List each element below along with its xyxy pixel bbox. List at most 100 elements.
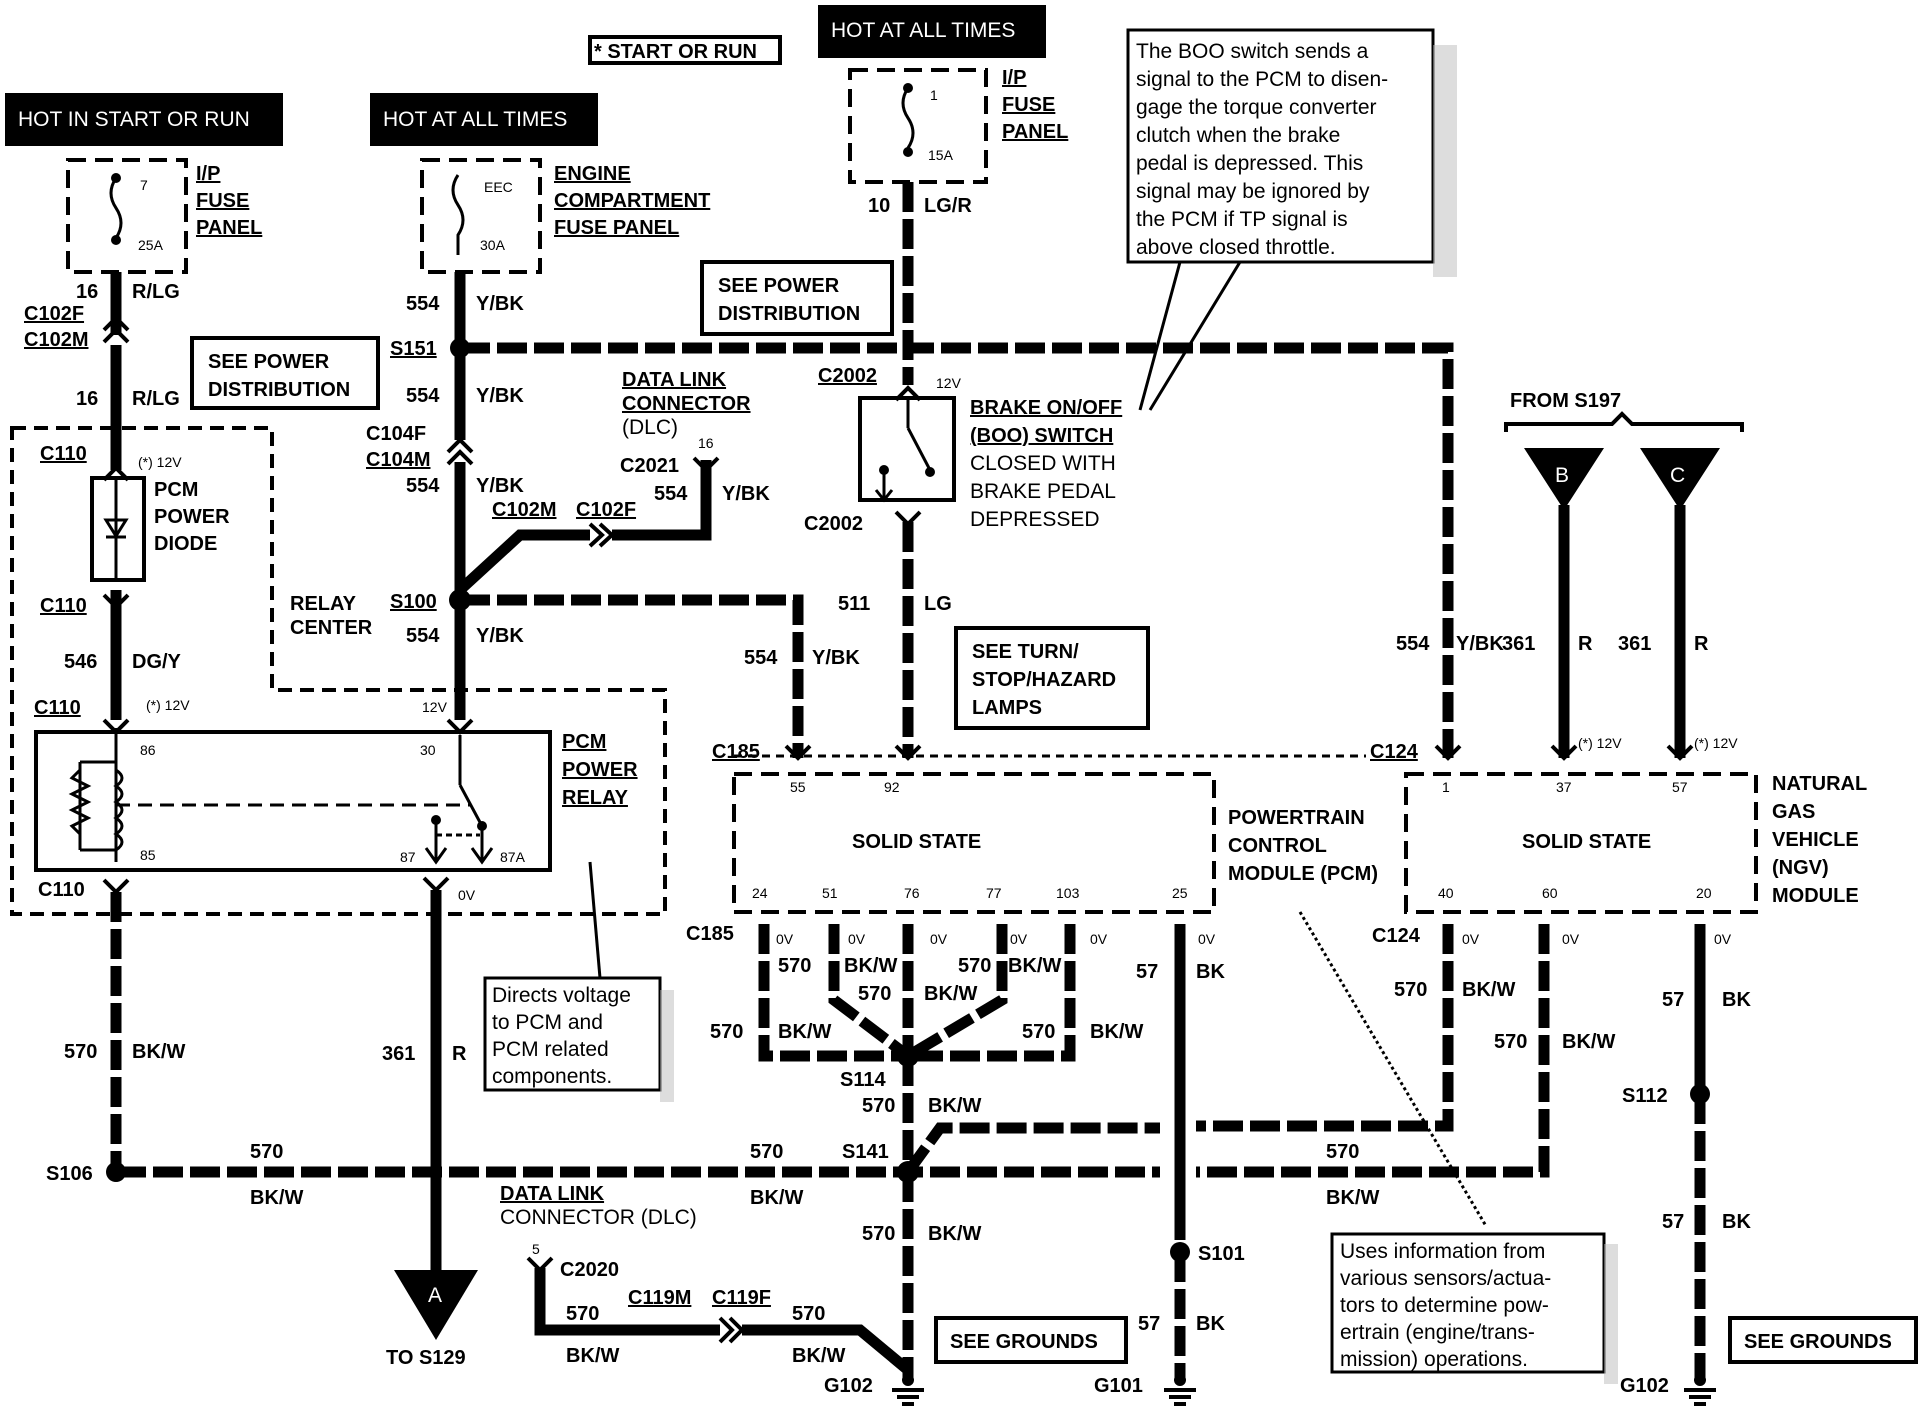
svg-text:GAS: GAS bbox=[1772, 801, 1815, 823]
svg-text:(*) 12V: (*) 12V bbox=[138, 454, 182, 470]
svg-text:C2002: C2002 bbox=[818, 365, 877, 387]
svg-text:570: 570 bbox=[250, 1141, 283, 1163]
header-hot-start-run: HOT IN START OR RUN bbox=[18, 108, 250, 131]
svg-text:Y/BK: Y/BK bbox=[476, 475, 524, 497]
see-power-dist-1-l1: SEE POWER bbox=[208, 351, 330, 373]
svg-text:Directs voltage: Directs voltage bbox=[492, 984, 631, 1007]
svg-text:570: 570 bbox=[1326, 1141, 1359, 1163]
svg-text:0V: 0V bbox=[848, 931, 866, 947]
svg-text:gage the torque converter: gage the torque converter bbox=[1136, 96, 1377, 119]
splice-s106 bbox=[106, 1162, 126, 1182]
svg-text:361: 361 bbox=[1502, 633, 1535, 655]
svg-text:Y/BK: Y/BK bbox=[722, 483, 770, 505]
svg-text:S106: S106 bbox=[46, 1163, 93, 1185]
fuse-eec-label2: COMPARTMENT bbox=[554, 190, 710, 212]
svg-text:C2021: C2021 bbox=[620, 455, 679, 477]
svg-text:57: 57 bbox=[1662, 1211, 1684, 1233]
svg-text:BK/W: BK/W bbox=[750, 1187, 803, 1209]
fuse-1-amps: 15A bbox=[928, 147, 954, 163]
svg-text:C102F: C102F bbox=[576, 499, 636, 521]
svg-text:C102M: C102M bbox=[24, 329, 88, 351]
svg-text:554: 554 bbox=[406, 625, 440, 647]
svg-text:C119M: C119M bbox=[628, 1287, 691, 1309]
svg-text:85: 85 bbox=[140, 847, 156, 863]
svg-text:BK: BK bbox=[1196, 1313, 1225, 1335]
start-or-run-box bbox=[588, 35, 782, 65]
svg-text:C110: C110 bbox=[38, 879, 85, 901]
svg-text:A: A bbox=[428, 1284, 442, 1307]
ngv-label: NATURAL GAS VEHICLE (NGV) MODULE bbox=[1772, 773, 1867, 907]
svg-text:76: 76 bbox=[904, 885, 920, 901]
svg-text:CONNECTOR: CONNECTOR bbox=[622, 393, 751, 415]
pcm-note-text: Uses information from various sensors/ac… bbox=[1340, 1240, 1551, 1371]
svg-text:LG: LG bbox=[924, 593, 952, 615]
svg-text:(BOO) SWITCH: (BOO) SWITCH bbox=[970, 425, 1113, 447]
fuse-eec-number: EEC bbox=[484, 179, 513, 195]
svg-text:16: 16 bbox=[76, 281, 98, 303]
boo-note-text: The BOO switch sends a signal to the PCM… bbox=[1136, 40, 1388, 259]
svg-text:POWER: POWER bbox=[154, 506, 230, 528]
svg-text:(*) 12V: (*) 12V bbox=[146, 697, 190, 713]
svg-text:PCM: PCM bbox=[562, 731, 606, 753]
svg-text:C: C bbox=[1670, 464, 1685, 487]
fuse-7-icon bbox=[109, 177, 123, 239]
fuse-7-amps: 25A bbox=[138, 237, 164, 253]
svg-text:BK/W: BK/W bbox=[1562, 1031, 1615, 1053]
boo-note-pointer bbox=[1138, 261, 1242, 411]
svg-text:C110: C110 bbox=[40, 595, 87, 617]
svg-text:BRAKE ON/OFF: BRAKE ON/OFF bbox=[970, 397, 1122, 419]
svg-text:clutch when the brake: clutch when the brake bbox=[1136, 124, 1340, 147]
fuse-7-label3: PANEL bbox=[196, 217, 262, 239]
svg-text:57: 57 bbox=[1672, 779, 1688, 795]
svg-text:CONNECTOR (DLC): CONNECTOR (DLC) bbox=[500, 1206, 697, 1229]
svg-text:570: 570 bbox=[1494, 1031, 1527, 1053]
svg-text:361: 361 bbox=[1618, 633, 1651, 655]
relay-center-box bbox=[10, 426, 667, 916]
ip-fuse-panel-box-left bbox=[66, 158, 188, 274]
header-hot-all-times-2: HOT AT ALL TIMES bbox=[831, 19, 1015, 42]
svg-text:BK/W: BK/W bbox=[778, 1021, 831, 1043]
svg-text:Y/BK: Y/BK bbox=[476, 385, 524, 407]
svg-text:C124: C124 bbox=[1372, 925, 1421, 947]
svg-text:G102: G102 bbox=[824, 1375, 873, 1397]
svg-text:511: 511 bbox=[838, 593, 870, 615]
svg-text:60: 60 bbox=[1542, 885, 1558, 901]
svg-text:(*) 12V: (*) 12V bbox=[1578, 735, 1622, 751]
svg-text:ertrain (engine/trans-: ertrain (engine/trans- bbox=[1340, 1321, 1535, 1344]
svg-text:mission) operations.: mission) operations. bbox=[1340, 1348, 1528, 1371]
pcm-power-diode-label: PCM POWER DIODE bbox=[154, 479, 230, 555]
svg-text:570: 570 bbox=[858, 983, 891, 1005]
svg-text:S114: S114 bbox=[840, 1069, 886, 1091]
svg-text:LG/R: LG/R bbox=[924, 195, 972, 217]
pcm-module bbox=[732, 772, 1216, 914]
svg-text:554: 554 bbox=[744, 647, 778, 669]
boo-switch-label: BRAKE ON/OFF (BOO) SWITCH CLOSED WITH BR… bbox=[970, 397, 1122, 531]
engine-fuse-panel-box bbox=[420, 158, 542, 274]
fuse-1-icon bbox=[901, 87, 915, 149]
svg-text:G101: G101 bbox=[1094, 1375, 1143, 1397]
svg-text:0V: 0V bbox=[1010, 931, 1028, 947]
svg-text:554: 554 bbox=[1396, 633, 1430, 655]
svg-text:57: 57 bbox=[1662, 989, 1684, 1011]
ngv-module bbox=[1404, 772, 1758, 914]
ground-g102-right-icon bbox=[1684, 1374, 1716, 1406]
svg-text:51: 51 bbox=[822, 885, 838, 901]
svg-text:40: 40 bbox=[1438, 885, 1454, 901]
fuse-7-number: 7 bbox=[140, 177, 148, 193]
fuse-7-label2: FUSE bbox=[196, 190, 249, 212]
svg-text:37: 37 bbox=[1556, 779, 1572, 795]
see-grounds-1-box bbox=[934, 1316, 1128, 1364]
svg-text:(NGV): (NGV) bbox=[1772, 857, 1829, 879]
svg-text:Y/BK: Y/BK bbox=[476, 293, 524, 315]
svg-text:BK/W: BK/W bbox=[792, 1345, 845, 1367]
see-power-dist-1-box bbox=[190, 336, 380, 410]
svg-text:570: 570 bbox=[1394, 979, 1427, 1001]
see-turn-lamps-l1: SEE TURN/ bbox=[972, 641, 1079, 663]
svg-text:16: 16 bbox=[698, 435, 714, 451]
svg-text:361: 361 bbox=[382, 1043, 415, 1065]
svg-text:R: R bbox=[452, 1043, 467, 1065]
pcm-solid-state: SOLID STATE bbox=[852, 831, 981, 853]
svg-text:(DLC): (DLC) bbox=[622, 416, 678, 439]
svg-text:30: 30 bbox=[420, 742, 436, 758]
svg-text:Y/BK: Y/BK bbox=[476, 625, 524, 647]
